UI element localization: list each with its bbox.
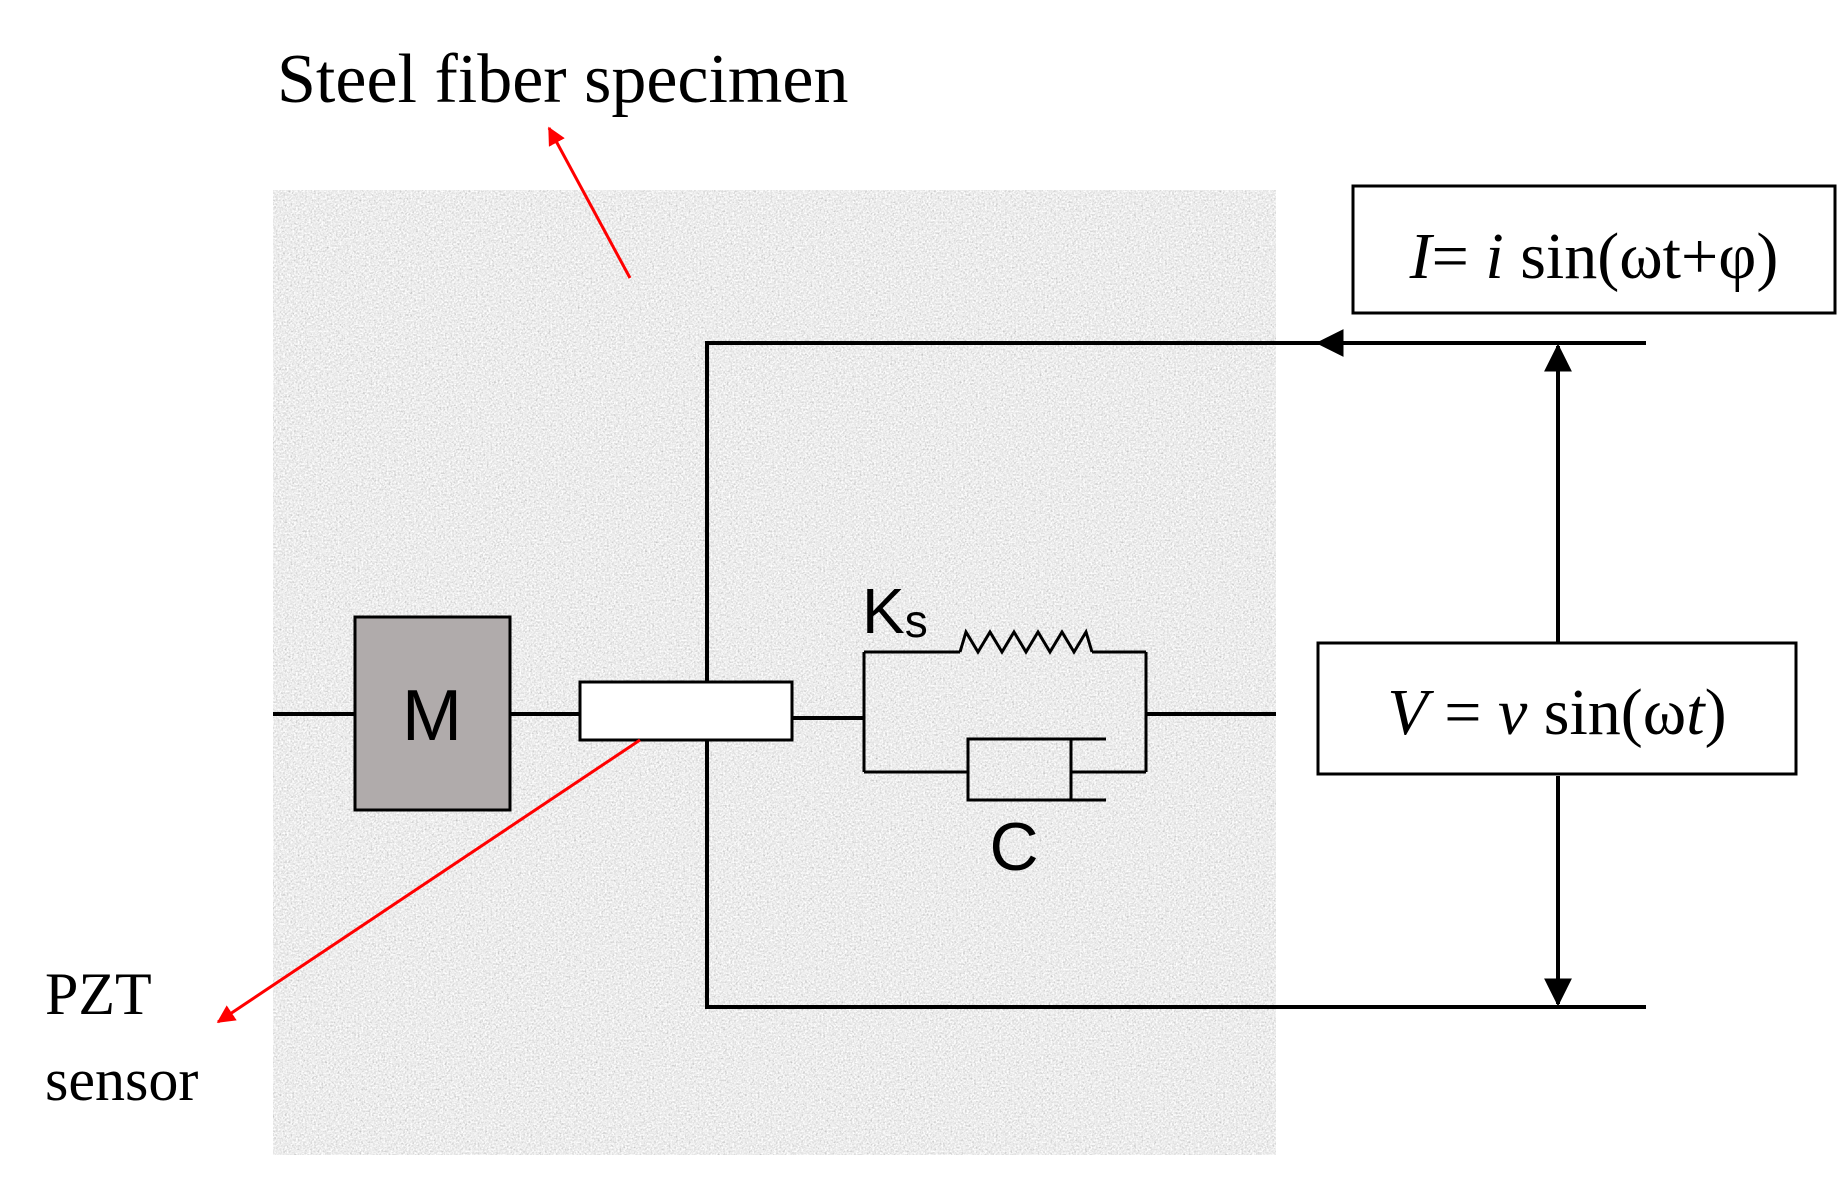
pzt-label-line1: PZT xyxy=(45,961,152,1027)
current-equation: I= i sin(ωt+φ) xyxy=(1409,220,1779,293)
pzt-sensor-element xyxy=(578,680,794,742)
damper-label: C xyxy=(989,809,1038,885)
circuit-wire-top xyxy=(705,341,1646,1009)
voltage-equation-box xyxy=(1316,641,1798,776)
voltage-equation: V = v sin(ωt) xyxy=(1387,676,1726,749)
specimen-pointer-arrow xyxy=(547,126,632,279)
spring-label: Ks xyxy=(862,575,928,647)
mass-block xyxy=(353,615,512,812)
spring-symbol xyxy=(958,628,1094,655)
pzt-pointer-arrow xyxy=(216,738,641,1024)
current-equation-box xyxy=(1351,184,1837,315)
damper-symbol xyxy=(966,737,1106,802)
spring-damper-assembly xyxy=(862,628,1148,802)
specimen-label: Steel fiber specimen xyxy=(277,41,848,118)
specimen-block xyxy=(273,190,1276,1155)
mass-label: M xyxy=(402,676,462,756)
pzt-label-line2: sensor xyxy=(45,1047,198,1113)
